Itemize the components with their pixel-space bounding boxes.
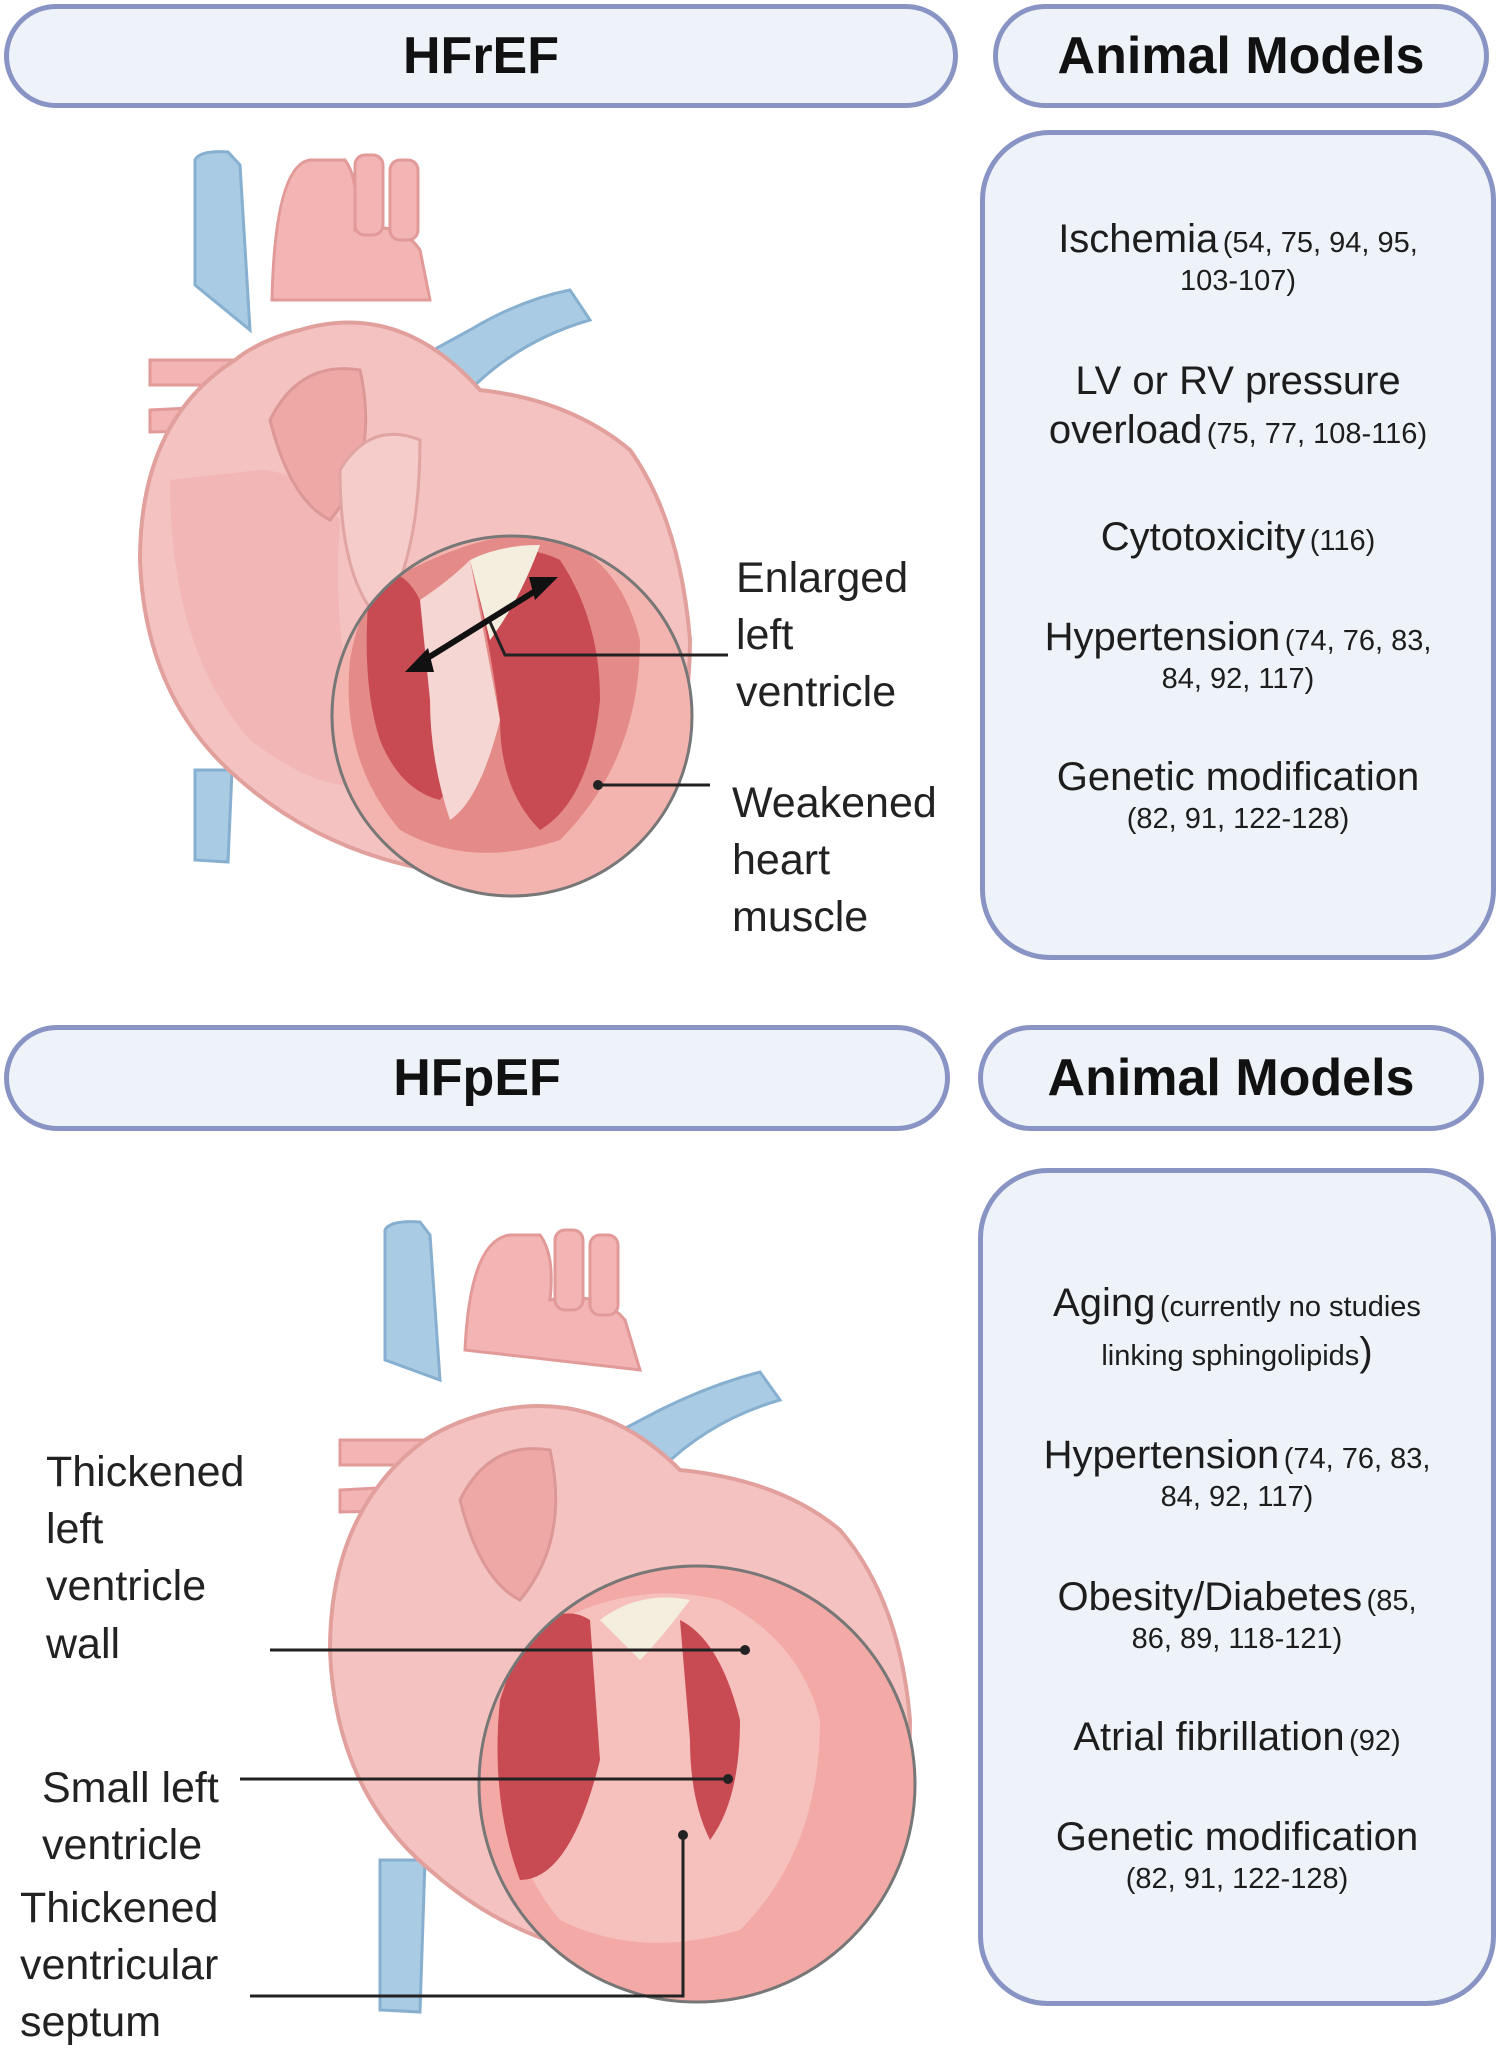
label-weakened-heart-muscle: Weakened heart muscle	[732, 779, 937, 942]
hfref-heart-image	[137, 150, 728, 898]
bottom-animal-models-title: Animal Models	[978, 1025, 1484, 1131]
arrow-head-left	[405, 648, 434, 672]
model-genetic-modification-2: Genetic modification (82, 91, 122-128)	[1055, 1815, 1419, 1895]
label-thickened-lv-wall: Thickened left ventricle wall	[46, 1448, 245, 1668]
model-hypertension-2: Hypertension (74, 76, 83, 84, 92, 117)	[1043, 1433, 1431, 1513]
model-pressure-overload: LV or RV pressure overload (75, 77, 108-…	[1048, 359, 1428, 452]
hfpef-heart-image	[240, 1220, 917, 2014]
model-atrial-fibrillation: Atrial fibrillation (92)	[1073, 1715, 1401, 1759]
model-genetic-modification: Genetic modification (82, 91, 122-128)	[1056, 755, 1420, 835]
model-obesity-diabetes: Obesity/Diabetes (85, 86, 89, 118-121)	[1057, 1575, 1417, 1655]
arrow-head-right	[529, 577, 558, 600]
model-ischemia: Ischemia (54, 75, 94, 95, 103-107)	[1058, 217, 1418, 297]
leader-enlarged-lv	[488, 621, 728, 657]
hfref-zoom-circle	[330, 534, 694, 898]
label-enlarged-left-ventricle: Enlarged left ventricle	[736, 554, 909, 717]
leader-thick-septum	[250, 1835, 685, 1998]
label-thickened-ventricular-septum: Thickened ventricular septum	[20, 1884, 219, 2047]
top-animal-models-title: Animal Models	[993, 4, 1489, 108]
label-small-left-ventricle: Small left ventricle	[42, 1764, 219, 1870]
hfpef-zoom-circle	[477, 1564, 917, 2004]
hfpef-title: HFpEF	[4, 1025, 950, 1131]
bottom-animal-models-box: Aging (currently no studies linking sphi…	[978, 1168, 1496, 2006]
model-hypertension: Hypertension (74, 76, 83, 84, 92, 117)	[1044, 615, 1432, 695]
top-animal-models-box: Ischemia (54, 75, 94, 95, 103-107) LV or…	[980, 130, 1496, 960]
hfref-title: HFrEF	[4, 4, 958, 108]
model-cytotoxicity: Cytotoxicity (116)	[1100, 515, 1376, 559]
model-aging: Aging (currently no studies linking sphi…	[1053, 1281, 1421, 1374]
